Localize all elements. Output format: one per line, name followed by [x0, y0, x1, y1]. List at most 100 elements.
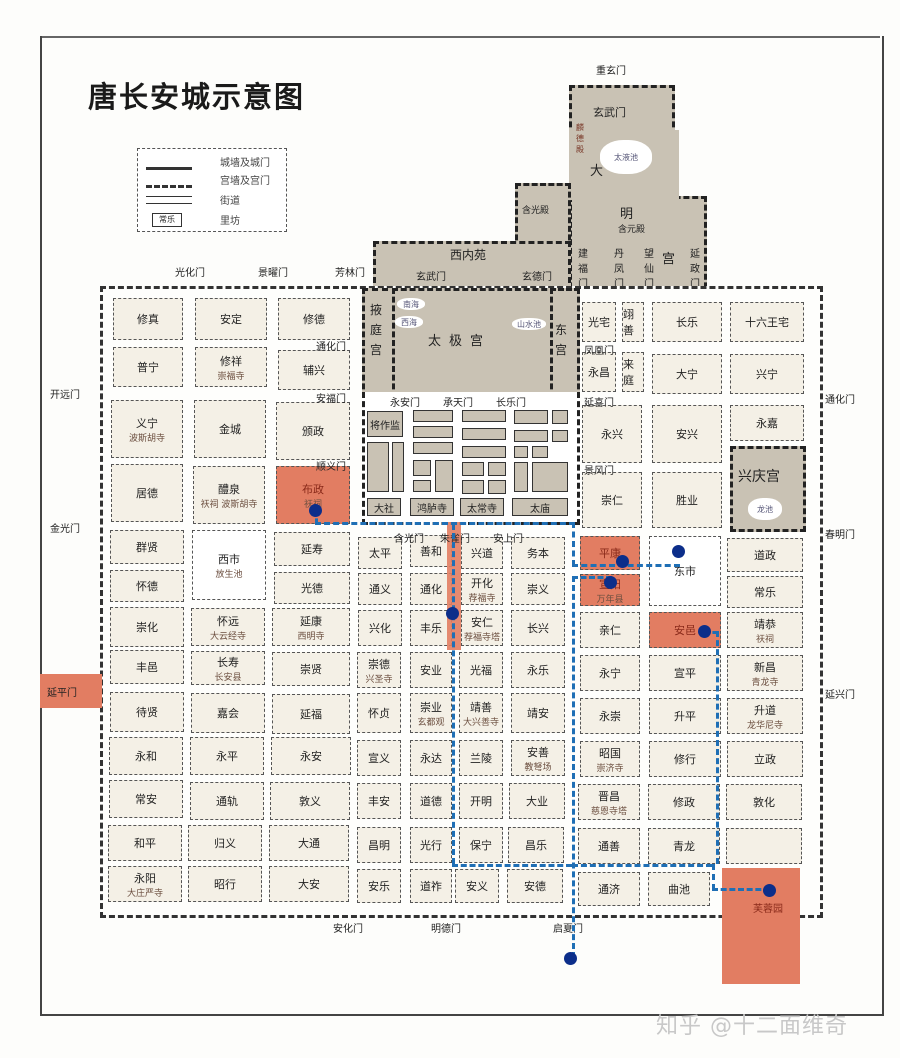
- office-block[interactable]: [413, 480, 431, 492]
- ward-常乐[interactable]: 常乐: [727, 576, 803, 608]
- office-block[interactable]: [435, 460, 453, 492]
- ward-升道[interactable]: 升道龙华尼寺: [727, 698, 803, 734]
- ward-昌乐[interactable]: 昌乐: [508, 827, 564, 863]
- office-block[interactable]: [488, 480, 506, 494]
- ward-丰乐[interactable]: 丰乐: [410, 610, 452, 646]
- office-honglu[interactable]: 鸿胪寺: [410, 498, 454, 516]
- ward-靖安[interactable]: 靖安: [511, 693, 565, 733]
- ward-辅兴[interactable]: 辅兴: [278, 350, 350, 390]
- office-block[interactable]: [367, 442, 389, 492]
- ward-敦义[interactable]: 敦义: [270, 782, 350, 820]
- ward-敦化[interactable]: 敦化: [726, 784, 802, 820]
- office-block[interactable]: [462, 428, 506, 440]
- ward-靖善[interactable]: 靖善大兴善寺: [459, 693, 503, 733]
- ward-崇德[interactable]: 崇德兴圣寺: [357, 652, 401, 688]
- ward-光行[interactable]: 光行: [410, 827, 452, 863]
- office-block[interactable]: [514, 462, 528, 492]
- ward-永平[interactable]: 永平: [190, 737, 264, 775]
- ward-曲池[interactable]: 曲池: [648, 872, 710, 906]
- route-point-marker[interactable]: [309, 504, 322, 517]
- ward-大通[interactable]: 大通: [269, 825, 349, 861]
- ward-兴化[interactable]: 兴化: [358, 610, 402, 646]
- ward-永安[interactable]: 永安: [271, 737, 351, 775]
- ward-安兴[interactable]: 安兴: [652, 405, 722, 463]
- ward-兴宁[interactable]: 兴宁: [730, 354, 804, 394]
- ward-大安[interactable]: 大安: [269, 866, 349, 902]
- ward-升平[interactable]: 升平: [649, 698, 721, 734]
- ward-道祚[interactable]: 道祚: [410, 869, 452, 903]
- ward-安善[interactable]: 安善教弩场: [511, 740, 565, 776]
- ward-怀远[interactable]: 怀远大云经寺: [191, 608, 265, 646]
- ward-归义[interactable]: 归义: [188, 825, 262, 861]
- route-point-marker[interactable]: [672, 545, 685, 558]
- route-point-marker[interactable]: [616, 555, 629, 568]
- ward-丰邑[interactable]: 丰邑: [110, 650, 184, 684]
- ward-永和[interactable]: 永和: [109, 737, 183, 775]
- office-block[interactable]: [514, 430, 548, 442]
- ward-昌明[interactable]: 昌明: [357, 827, 401, 863]
- ward-延福[interactable]: 延福: [272, 694, 350, 734]
- daming-palace-south[interactable]: [569, 196, 707, 297]
- office-block[interactable]: [413, 460, 431, 476]
- ward-金城[interactable]: 金城: [194, 400, 266, 458]
- ward-青龙[interactable]: 青龙: [648, 828, 720, 864]
- ward-永嘉[interactable]: 永嘉: [730, 405, 804, 441]
- ward-通善[interactable]: 通善: [578, 828, 640, 864]
- ward-unnamed[interactable]: [726, 828, 802, 864]
- ward-长乐[interactable]: 长乐: [652, 302, 722, 342]
- office-block[interactable]: [462, 462, 484, 476]
- ward-永兴[interactable]: 永兴: [582, 405, 642, 463]
- ward-光福[interactable]: 光福: [459, 652, 503, 688]
- ward-胜业[interactable]: 胜业: [652, 472, 722, 528]
- ward-崇业[interactable]: 崇业玄都观: [410, 693, 452, 733]
- office-block[interactable]: [514, 410, 548, 424]
- office-block[interactable]: [413, 426, 453, 438]
- ward-崇仁[interactable]: 崇仁: [582, 472, 642, 528]
- ward-通化[interactable]: 通化: [410, 573, 452, 605]
- office-block[interactable]: [552, 410, 568, 424]
- ward-群贤[interactable]: 群贤: [110, 530, 184, 564]
- ward-怀德[interactable]: 怀德: [110, 570, 184, 602]
- ward-安乐[interactable]: 安乐: [357, 869, 401, 903]
- ward-嘉会[interactable]: 嘉会: [191, 693, 265, 733]
- ward-修祥[interactable]: 修祥崇福寺: [195, 347, 267, 387]
- ward-崇贤[interactable]: 崇贤: [272, 652, 350, 686]
- ward-西市[interactable]: 西市放生池: [192, 530, 266, 600]
- ward-来庭[interactable]: 来庭: [622, 352, 644, 392]
- ward-永宁[interactable]: 永宁: [580, 655, 640, 691]
- ward-安德[interactable]: 安德: [507, 869, 563, 903]
- office-jiangzuo[interactable]: 将作监: [367, 411, 403, 437]
- ward-靖恭[interactable]: 靖恭祆祠: [727, 612, 803, 648]
- ward-崇义[interactable]: 崇义: [511, 573, 565, 605]
- office-block[interactable]: [532, 446, 548, 458]
- ward-延寿[interactable]: 延寿: [274, 532, 350, 566]
- ward-道政[interactable]: 道政: [727, 538, 803, 572]
- ward-宣义[interactable]: 宣义: [357, 740, 401, 776]
- ward-永阳[interactable]: 永阳大庄严寺: [108, 866, 182, 902]
- office-block[interactable]: [413, 442, 453, 454]
- east-palace[interactable]: [550, 288, 580, 398]
- ward-新昌[interactable]: 新昌青龙寺: [727, 655, 803, 691]
- ward-长兴[interactable]: 长兴: [511, 610, 565, 646]
- ward-大宁[interactable]: 大宁: [652, 354, 722, 394]
- route-point-marker[interactable]: [698, 625, 711, 638]
- office-block[interactable]: [413, 410, 453, 422]
- ward-亲仁[interactable]: 亲仁: [580, 612, 640, 648]
- office-block[interactable]: [462, 410, 506, 422]
- ward-保宁[interactable]: 保宁: [459, 827, 503, 863]
- ward-醴泉[interactable]: 醴泉祆祠 波斯胡寺: [193, 466, 265, 524]
- route-point-marker[interactable]: [446, 607, 459, 620]
- ward-修真[interactable]: 修真: [113, 298, 183, 340]
- office-taichang[interactable]: 太常寺: [460, 498, 504, 516]
- ward-永乐[interactable]: 永乐: [511, 652, 565, 688]
- ward-道德[interactable]: 道德: [410, 783, 452, 819]
- hanguang-hall-area[interactable]: [515, 183, 571, 249]
- ward-怀贞[interactable]: 怀贞: [357, 693, 401, 733]
- ward-善和[interactable]: 善和: [410, 535, 452, 567]
- route-point-marker[interactable]: [604, 576, 617, 589]
- ward-晋昌[interactable]: 晋昌慈恩寺塔: [578, 784, 640, 820]
- ward-崇化[interactable]: 崇化: [110, 607, 184, 647]
- office-block[interactable]: [488, 462, 506, 476]
- ward-永崇[interactable]: 永崇: [580, 698, 640, 734]
- ward-居德[interactable]: 居德: [111, 464, 183, 522]
